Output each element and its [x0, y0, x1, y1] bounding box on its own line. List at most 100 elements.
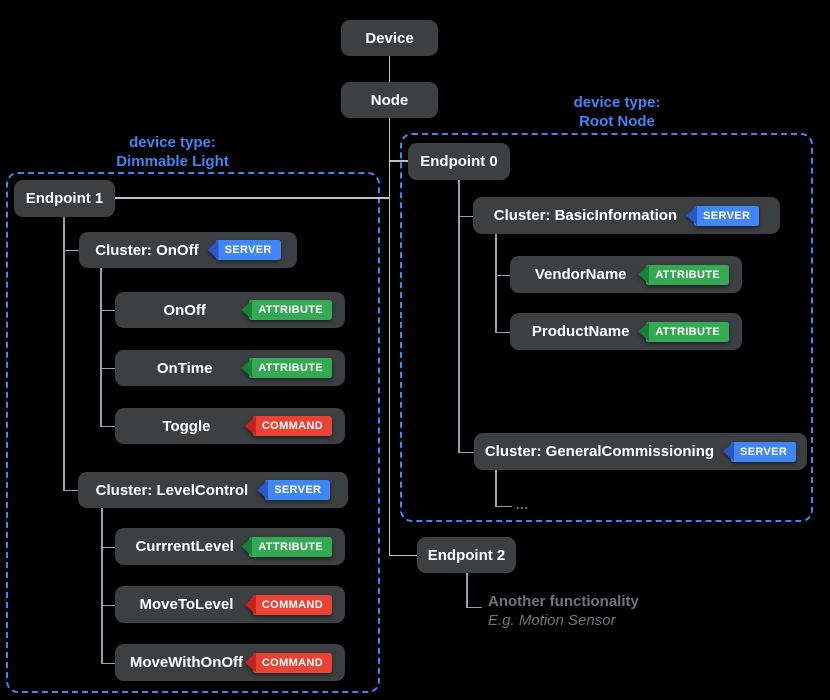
- command-movewithonoff-box: MoveWithOnOff COMMAND: [115, 644, 345, 681]
- badge-arrow-tip: [723, 441, 735, 462]
- attribute-ontime-label: OnTime: [156, 359, 213, 377]
- cluster-onoff-label: Cluster: OnOff: [95, 241, 199, 259]
- connector-line: [114, 197, 390, 199]
- badge-arrow-tip: [241, 358, 253, 378]
- connector-line: [101, 604, 115, 607]
- connector-line: [389, 554, 418, 557]
- connector-line: [388, 56, 391, 82]
- endpoint-0-box: Endpoint 0: [408, 143, 510, 180]
- badge-text: ATTRIBUTE: [249, 300, 332, 320]
- attribute-ontime-box: OnTime ATTRIBUTE: [115, 350, 345, 386]
- endpoint-2-label: Endpoint 2: [427, 546, 506, 564]
- badge-arrow-tip: [241, 536, 253, 557]
- endpoint-2-note-line2: E.g. Motion Sensor: [488, 612, 616, 629]
- command-badge: COMMAND: [244, 594, 332, 615]
- cluster-onoff-box: Cluster: OnOff SERVER: [79, 232, 297, 268]
- badge-text: ATTRIBUTE: [646, 264, 729, 285]
- badge-text: ATTRIBUTE: [249, 536, 332, 557]
- connector-line: [495, 274, 510, 277]
- cluster-levelcontrol-box: Cluster: LevelControl SERVER: [78, 472, 348, 508]
- badge-arrow-tip: [638, 264, 650, 285]
- connector-line: [101, 508, 103, 663]
- cluster-levelcontrol-label: Cluster: LevelControl: [95, 481, 249, 499]
- connector-line: [388, 118, 391, 555]
- device-type-caption: device type:: [573, 94, 661, 111]
- device-box: Device: [341, 20, 438, 56]
- connector-line: [495, 234, 497, 332]
- badge-text: SERVER: [731, 441, 797, 462]
- attribute-vendorname-label: VendorName: [534, 266, 627, 283]
- root-node-group-border: [400, 133, 813, 522]
- endpoint-2-box: Endpoint 2: [417, 537, 516, 573]
- badge-text: COMMAND: [252, 416, 332, 436]
- endpoint-2-note: Another functionality E.g. Motion Sensor: [488, 592, 639, 630]
- attribute-currrentlevel-box: CurrrentLevel ATTRIBUTE: [115, 528, 345, 565]
- connector-line: [466, 573, 468, 608]
- attribute-onoff-label: OnOff: [163, 301, 206, 319]
- dimmable-light-group-border: [6, 172, 380, 693]
- connector-line: [101, 546, 115, 549]
- connector-line: [101, 662, 115, 665]
- cluster-generalcommissioning-box: Cluster: GeneralCommissioning SERVER: [474, 433, 807, 470]
- cluster-basicinformation-box: Cluster: BasicInformation SERVER: [473, 197, 780, 234]
- badge-text: ATTRIBUTE: [646, 321, 729, 342]
- badge-arrow-tip: [244, 594, 256, 615]
- command-movetolevel-box: MoveToLevel COMMAND: [115, 586, 345, 623]
- endpoint-2-note-line1: Another functionality: [488, 593, 639, 610]
- badge-arrow-tip: [257, 480, 269, 500]
- attribute-productname-box: ProductName ATTRIBUTE: [510, 313, 742, 350]
- endpoint-1-label: Endpoint 1: [25, 190, 104, 207]
- connector-line: [100, 309, 115, 312]
- connector-line: [100, 425, 115, 428]
- connector-line: [63, 489, 78, 492]
- badge-arrow-tip: [241, 300, 253, 320]
- attribute-productname-label: ProductName: [531, 323, 630, 340]
- more-clusters-ellipsis: ...: [516, 498, 530, 512]
- badge-arrow-tip: [638, 321, 650, 342]
- cluster-generalcommissioning-label: Cluster: GeneralCommissioning: [484, 443, 715, 460]
- command-movetolevel-label: MoveToLevel: [139, 596, 234, 613]
- badge-arrow-tip: [207, 240, 219, 260]
- badge-text: COMMAND: [252, 652, 332, 673]
- dimmable-light-group-label: device type: Dimmable Light: [0, 134, 345, 171]
- connector-line: [458, 451, 474, 454]
- attribute-badge: ATTRIBUTE: [241, 536, 332, 557]
- command-movewithonoff-label: MoveWithOnOff: [129, 654, 244, 671]
- node-label: Node: [370, 91, 409, 109]
- badge-text: COMMAND: [252, 594, 332, 615]
- badge-arrow-tip: [244, 416, 256, 436]
- attribute-currrentlevel-label: CurrrentLevel: [135, 538, 234, 555]
- connector-line: [495, 505, 512, 508]
- device-type-name: Dimmable Light: [116, 152, 229, 170]
- connector-line: [495, 470, 497, 507]
- server-badge: SERVER: [686, 205, 760, 226]
- connector-line: [63, 249, 79, 252]
- connector-line: [458, 215, 473, 218]
- device-type-name: Root Node: [579, 112, 655, 130]
- connector-line: [458, 180, 460, 452]
- badge-text: SERVER: [694, 205, 760, 226]
- server-badge: SERVER: [207, 240, 281, 260]
- badge-text: SERVER: [215, 240, 281, 260]
- endpoint-1-box: Endpoint 1: [14, 180, 115, 217]
- connector-line: [495, 331, 510, 334]
- connector-line: [466, 606, 482, 609]
- attribute-onoff-box: OnOff ATTRIBUTE: [115, 292, 345, 328]
- connector-line: [100, 268, 102, 426]
- attribute-badge: ATTRIBUTE: [241, 358, 332, 378]
- root-node-group-label: device type: Root Node: [442, 94, 792, 131]
- node-box: Node: [341, 82, 438, 118]
- connector-line: [100, 367, 115, 370]
- command-badge: COMMAND: [244, 416, 332, 436]
- attribute-badge: ATTRIBUTE: [638, 321, 729, 342]
- command-badge: COMMAND: [244, 652, 332, 673]
- server-badge: SERVER: [723, 441, 797, 462]
- badge-arrow-tip: [686, 205, 698, 226]
- device-type-caption: device type:: [129, 134, 216, 151]
- badge-text: SERVER: [265, 480, 331, 500]
- attribute-badge: ATTRIBUTE: [638, 264, 729, 285]
- connector-line: [389, 160, 409, 162]
- attribute-badge: ATTRIBUTE: [241, 300, 332, 320]
- connector-line: [63, 217, 65, 490]
- device-label: Device: [365, 29, 414, 47]
